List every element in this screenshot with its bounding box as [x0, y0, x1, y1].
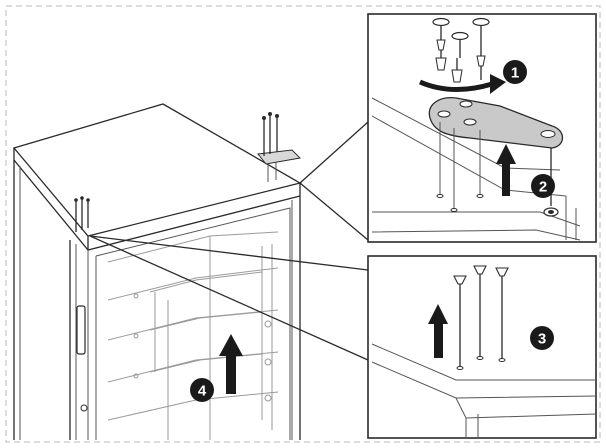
step-badge-1: 1 — [503, 60, 527, 84]
lock — [80, 404, 88, 412]
door-handle — [76, 305, 86, 355]
detail-box-hinge — [367, 13, 597, 243]
hinge-pins — [453, 265, 509, 370]
step-badge-3: 3 — [530, 326, 554, 350]
svg-text:2: 2 — [539, 179, 547, 196]
dashed-frame — [5, 5, 601, 443]
detail-box-pins — [367, 255, 597, 439]
rotate-arrow — [418, 79, 493, 93]
callout-lines — [89, 121, 369, 361]
hinge-plate — [428, 97, 564, 149]
top-left-pins — [74, 196, 90, 232]
step-badge-2: 2 — [531, 174, 555, 198]
svg-text:4: 4 — [198, 383, 207, 400]
step-badge-4: 4 — [190, 378, 214, 402]
svg-text:3: 3 — [538, 331, 546, 348]
hinge-screws — [432, 17, 490, 83]
lift-arrow-4 — [219, 334, 243, 394]
cabinet — [12, 103, 302, 440]
top-right-hinge — [257, 112, 302, 182]
svg-text:1: 1 — [511, 65, 519, 82]
lift-arrow-2 — [496, 144, 516, 196]
lift-arrow-3 — [428, 304, 448, 358]
interior-shelves — [107, 244, 279, 440]
